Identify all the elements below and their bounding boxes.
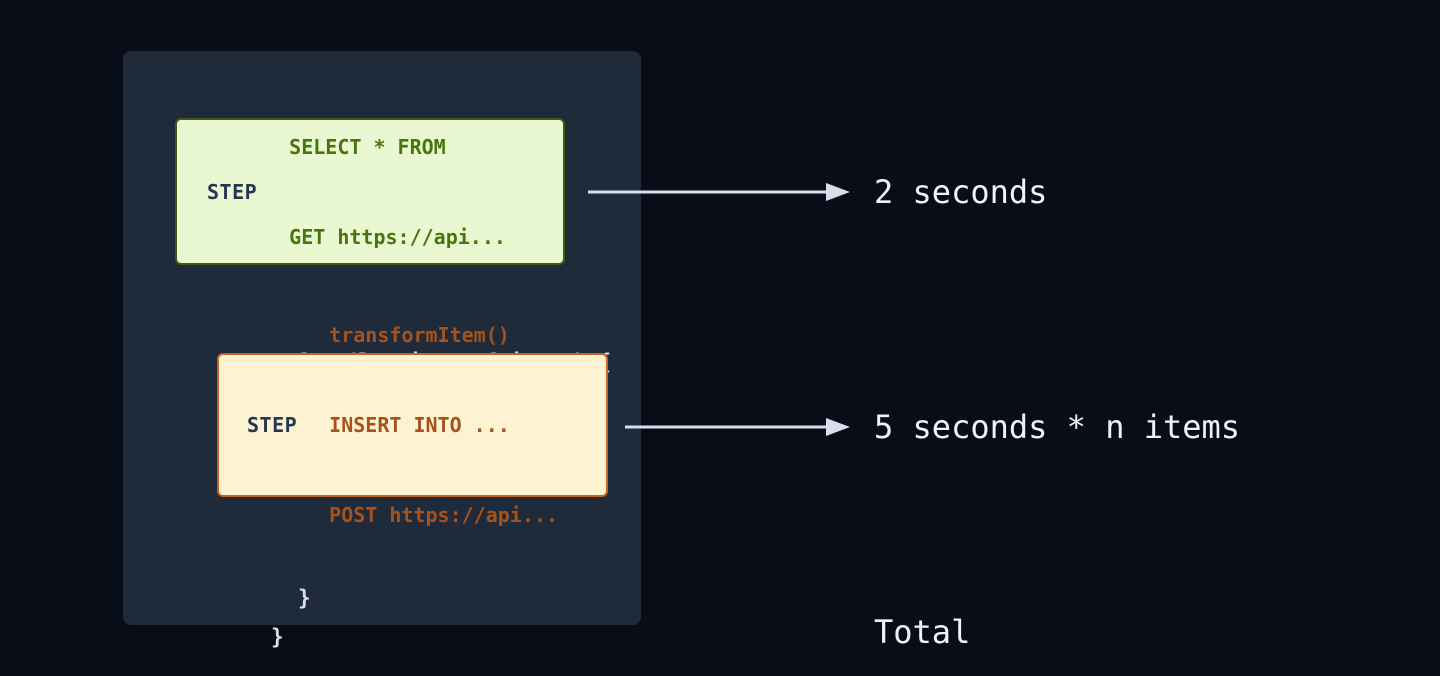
step2-label: STEP bbox=[247, 413, 298, 437]
total-label: Total bbox=[874, 613, 971, 651]
arrow-right-icon bbox=[588, 183, 850, 201]
step1-box: STEP SELECT * FROM GET https://api... bbox=[175, 118, 565, 265]
step2-box: STEP transformItem() INSERT INTO ... POS… bbox=[217, 323, 608, 527]
total-block: Total 100 items = 502 seconds bbox=[874, 530, 1317, 676]
arrow-right-icon bbox=[625, 418, 850, 436]
step2-code: transformItem() INSERT INTO ... POST htt… bbox=[329, 260, 558, 590]
step-code-line: INSERT INTO ... bbox=[329, 413, 510, 437]
step-code-line: SELECT * FROM bbox=[289, 134, 446, 159]
step1-label: STEP bbox=[207, 179, 258, 204]
code-line-for-close: } bbox=[298, 586, 311, 610]
step-code-line: GET https://api... bbox=[289, 224, 506, 249]
step1-code: SELECT * FROM GET https://api... bbox=[289, 72, 506, 312]
step2-duration-label: 5 seconds * n items bbox=[874, 408, 1241, 446]
step-code-line: POST https://api... bbox=[329, 503, 558, 527]
step1-duration-label: 2 seconds bbox=[874, 173, 1048, 211]
code-line-function-close: } bbox=[271, 625, 284, 649]
step-code-line: transformItem() bbox=[329, 323, 510, 347]
